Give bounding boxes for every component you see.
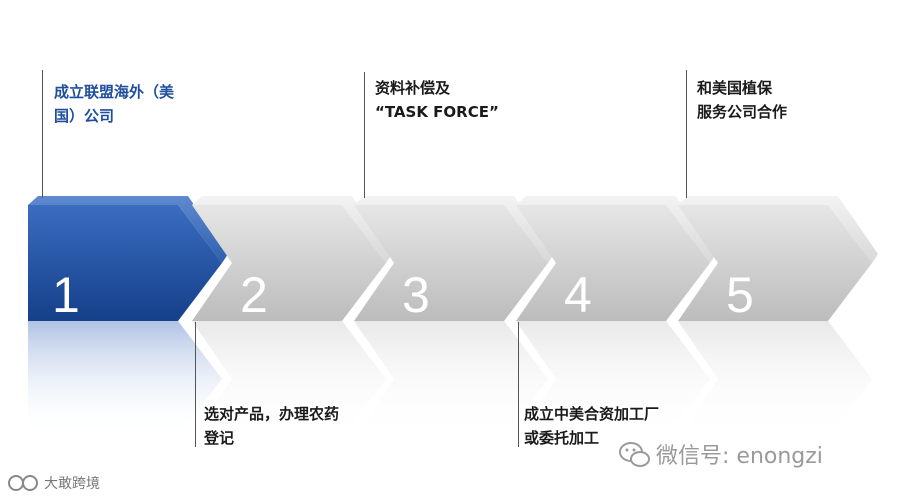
step-3-arrow <box>354 205 548 321</box>
step-4-label: 成立中美合资加工厂 或委托加工 <box>524 405 660 447</box>
step-3-arrow-top <box>354 196 554 263</box>
step-3-reflection <box>354 321 548 437</box>
step-3-leader-line <box>364 72 365 198</box>
step-2-reflection <box>192 321 386 437</box>
source-text: 大敢跨境 <box>44 476 100 492</box>
step-2-arrow-top <box>192 196 392 263</box>
step-4-arrow <box>516 205 710 321</box>
step-4-leader-line <box>518 322 519 447</box>
step-1-arrow <box>28 205 222 321</box>
step-3-number: 3 <box>402 267 430 323</box>
step-2-leader-line <box>195 322 196 447</box>
step-1-leader-line <box>42 70 43 198</box>
step-4-arrow-top <box>516 196 716 263</box>
step-3-label: 资料补偿及 “TASK FORCE” <box>375 79 499 121</box>
step-5-arrow-top <box>678 196 878 263</box>
step-1-arrow-top <box>28 196 228 263</box>
step-1-reflection <box>28 321 222 437</box>
weibo-icon <box>8 475 38 491</box>
step-1-number: 1 <box>52 267 80 323</box>
wechat-icon <box>619 442 650 467</box>
step-5-label: 和美国植保 服务公司合作 <box>697 79 788 121</box>
step-5-leader-line <box>686 70 687 198</box>
step-1-label: 成立联盟海外（美 国）公司 <box>54 83 175 125</box>
step-2-number: 2 <box>240 267 268 323</box>
step-5-number: 5 <box>726 267 754 323</box>
step-4-reflection <box>516 321 710 437</box>
step-5-reflection <box>678 321 872 437</box>
step-2-arrow <box>192 205 386 321</box>
wechat-watermark-text: 微信号: enongzi <box>656 444 823 469</box>
step-2-label: 选对产品，办理农药 登记 <box>204 405 340 447</box>
step-4-number: 4 <box>564 267 592 323</box>
step-5-arrow <box>678 205 872 321</box>
